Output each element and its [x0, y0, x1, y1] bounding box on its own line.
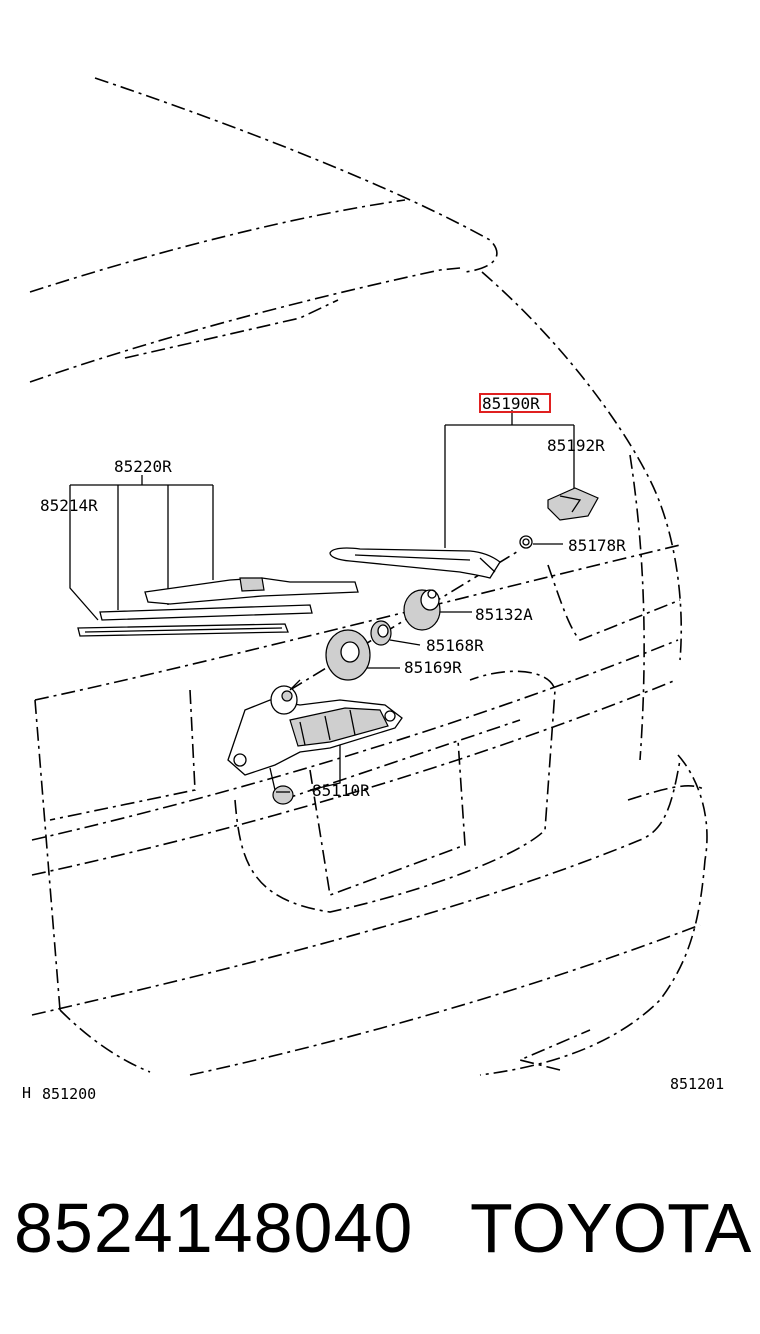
blade-rubber: [77, 604, 313, 637]
cushion: [403, 589, 441, 631]
corner-left-code: 851200: [42, 1085, 96, 1103]
callout-cushion: 85132A: [475, 605, 533, 624]
part-number: 8524148040: [14, 1189, 414, 1267]
callout-seal: 85168R: [426, 636, 484, 655]
highlight-box: [479, 393, 551, 413]
motor-bolt: [272, 785, 294, 805]
wiper-arm-cap: [547, 487, 599, 521]
wiper-blade: [144, 577, 359, 605]
callout-cap: 85192R: [547, 436, 605, 455]
callout-blade-rubber: 85214R: [40, 496, 98, 515]
callout-motor: 85110R: [312, 781, 370, 800]
wiper-motor: [227, 679, 403, 776]
corner-right-code: 851201: [670, 1075, 724, 1093]
grommet: [325, 629, 371, 681]
callout-wiper-arm-assy: 85190R: [482, 394, 540, 413]
callout-blade: 85220R: [114, 457, 172, 476]
wiper-arm: [329, 547, 501, 579]
callout-grommet: 85169R: [404, 658, 462, 677]
callout-nut: 85178R: [568, 536, 626, 555]
nut: [519, 535, 533, 549]
vehicle-outline: [29, 77, 708, 1076]
brand-name: TOYOTA: [470, 1189, 752, 1267]
corner-left-marker: H: [22, 1084, 31, 1102]
seal: [370, 620, 392, 646]
